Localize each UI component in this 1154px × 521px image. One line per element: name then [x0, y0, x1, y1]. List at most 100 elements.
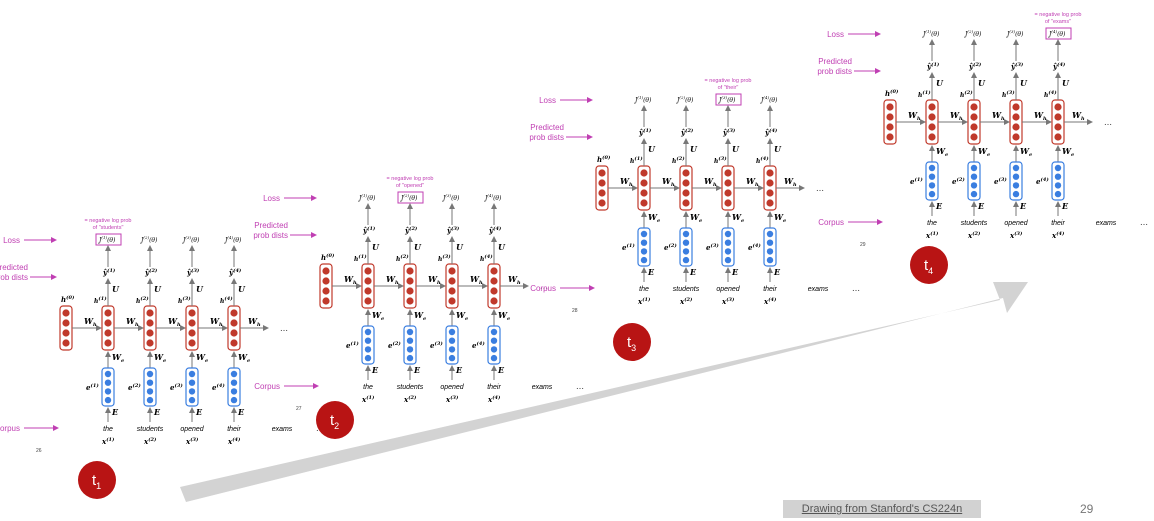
embedding-vector	[925, 161, 939, 201]
embedding-node	[448, 337, 456, 344]
yhat-label: ŷ(1)	[362, 225, 376, 235]
Wh-label: Wh	[84, 316, 97, 328]
hidden-label: h(3)	[1002, 89, 1015, 99]
x-label: x(1)	[101, 436, 115, 446]
corpus-word: students	[961, 220, 988, 227]
ellipsis: …	[1104, 118, 1112, 127]
embedding-vector	[679, 227, 693, 267]
We-label: We	[690, 212, 702, 224]
embedding-node	[230, 388, 238, 395]
embedding-node	[970, 173, 978, 180]
hidden-node	[1012, 103, 1020, 111]
hidden-label: h(4)	[480, 253, 493, 263]
U-label: U	[648, 144, 656, 154]
hidden-label: h(2)	[960, 89, 973, 99]
embedding-node	[230, 370, 238, 378]
loss-highlight-box	[397, 191, 424, 204]
We-label: We	[978, 146, 990, 158]
hidden-node	[104, 339, 112, 347]
embedding-node	[448, 346, 456, 353]
hidden-node	[970, 113, 978, 121]
x-label: x(3)	[445, 394, 459, 404]
Wh-label: Wh	[746, 176, 759, 188]
embedding-node	[104, 370, 112, 378]
x-label: x(4)	[763, 296, 777, 306]
loss-highlight-box	[715, 93, 742, 106]
x-label: x(3)	[185, 436, 199, 446]
Wh-label: Wh	[908, 110, 921, 122]
embedding-node	[766, 239, 774, 246]
footer-source-link[interactable]: Drawing from Stanford's CS224n	[783, 500, 981, 518]
Wh-label: Wh	[386, 274, 399, 286]
embedding-vector	[403, 325, 417, 365]
loss-term: J(3)(θ)	[1005, 29, 1024, 38]
hidden-node	[1012, 123, 1020, 131]
Wh-label: Wh	[508, 274, 521, 286]
hidden-node	[490, 297, 498, 305]
loss-term: J(4)(θ)	[483, 193, 502, 202]
loss-term: J(2)(θ)	[675, 95, 694, 104]
hidden-node	[928, 103, 936, 111]
U-label: U	[456, 242, 464, 252]
embedding-node	[928, 173, 936, 180]
We-label: We	[648, 212, 660, 224]
E-label: E	[153, 407, 161, 417]
yhat-label: ŷ(3)	[1010, 61, 1024, 71]
hidden-node	[188, 339, 196, 347]
ellipsis: …	[852, 284, 860, 293]
loss-term: J(2)(θ)	[963, 29, 982, 38]
embedding-node	[406, 346, 414, 353]
embedding-node	[928, 190, 936, 198]
loss-note-2: of "exams"	[1045, 19, 1071, 25]
yhat-label: ŷ(2)	[680, 127, 694, 137]
embedding-node	[448, 354, 456, 362]
hidden-label: h(1)	[354, 253, 367, 263]
Wh-label: Wh	[662, 176, 675, 188]
predicted-label-1: Predicted	[818, 57, 852, 66]
E-label: E	[977, 201, 985, 211]
hidden-label: h(2)	[672, 155, 685, 165]
h0-node	[322, 267, 330, 275]
corpus-word: the	[103, 426, 113, 433]
loss-highlight-box	[1045, 27, 1072, 40]
embedding-label: e(3)	[430, 340, 443, 350]
hidden-node	[230, 309, 238, 317]
hidden-node	[490, 267, 498, 275]
h0-node	[598, 169, 606, 177]
embedding-vector	[361, 325, 375, 365]
h0-node	[886, 103, 894, 111]
loss-term: J(4)(θ)	[1047, 29, 1066, 38]
embedding-vector	[637, 227, 651, 267]
loss-term: J(1)(θ)	[921, 29, 940, 38]
slide-number: 29	[860, 242, 866, 248]
hidden-node	[640, 189, 648, 197]
Wh-label: Wh	[470, 274, 483, 286]
hidden-label: h(3)	[178, 295, 191, 305]
hidden-label: h(3)	[714, 155, 727, 165]
embedding-vector	[487, 325, 501, 365]
embedding-node	[682, 230, 690, 238]
We-label: We	[456, 310, 468, 322]
yhat-label: ŷ(4)	[228, 267, 242, 277]
hidden-node	[766, 169, 774, 177]
predicted-label-2: prob dists	[529, 133, 564, 142]
U-label: U	[1020, 78, 1028, 88]
embedding-node	[1054, 182, 1062, 189]
yhat-label: ŷ(4)	[1052, 61, 1066, 71]
loss-term: J(1)(θ)	[357, 193, 376, 202]
hidden-label: h(4)	[220, 295, 233, 305]
E-label: E	[195, 407, 203, 417]
corpus-word: their	[1051, 220, 1065, 227]
loss-note-2: of "their"	[718, 85, 739, 91]
loss-term: J(1)(θ)	[97, 235, 116, 244]
hidden-node	[230, 339, 238, 347]
embedding-node	[724, 248, 732, 255]
embedding-vector	[185, 367, 199, 407]
embedding-node	[1012, 164, 1020, 172]
x-label: x(2)	[967, 230, 981, 240]
slide-number: 28	[572, 308, 578, 314]
h0-node	[62, 319, 70, 327]
hidden-node	[448, 287, 456, 295]
hidden-node	[640, 179, 648, 187]
Wh-label: Wh	[784, 176, 797, 188]
